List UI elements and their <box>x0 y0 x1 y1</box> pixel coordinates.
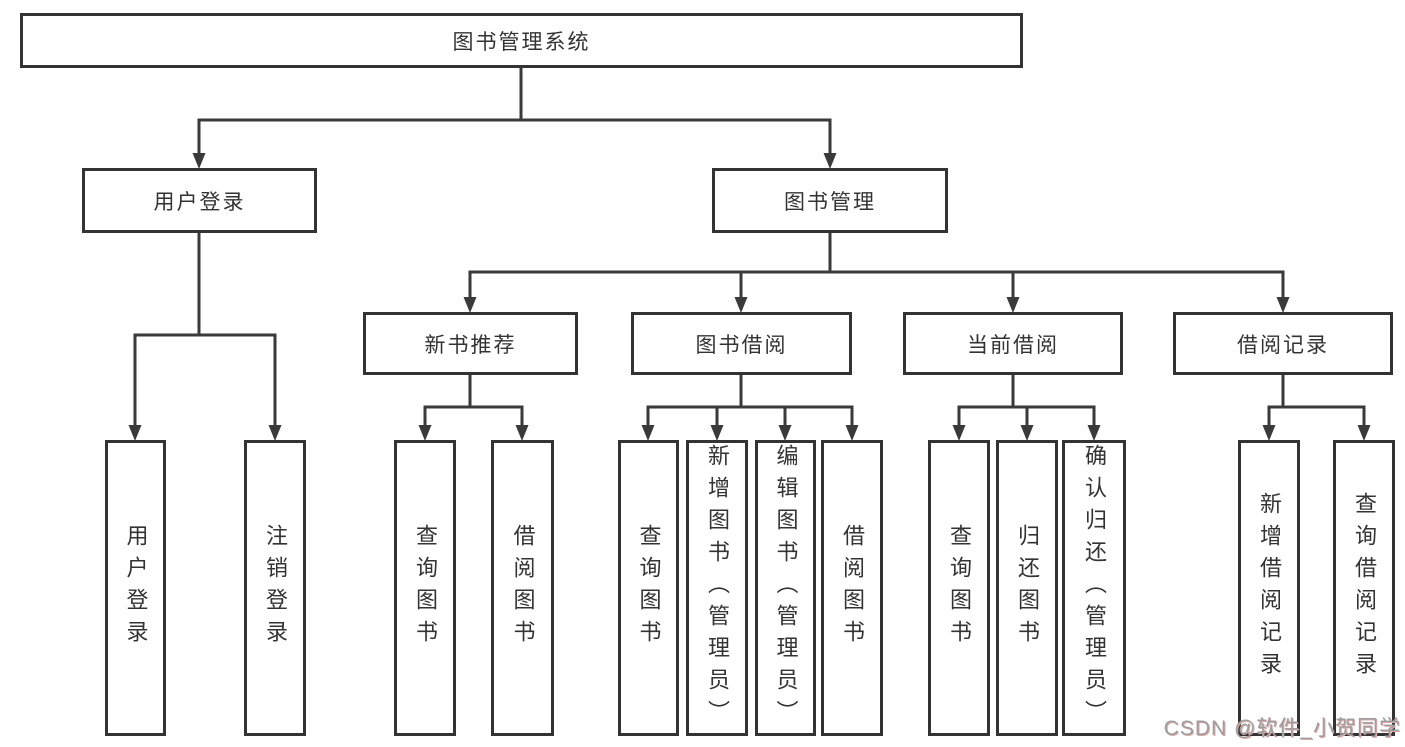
arrowhead-down-icon <box>515 425 529 441</box>
connector <box>128 231 282 441</box>
node-leaf-user-login-label: 用户登录 <box>123 524 149 652</box>
node-leaf-logout-label: 注销登录 <box>263 524 288 652</box>
arrowhead-down-icon <box>641 425 655 441</box>
node-leaf-return-books-label: 归还图书 <box>1015 524 1040 652</box>
node-leaf-query-books-recommend-label: 查询图书 <box>413 524 438 652</box>
arrowhead-down-icon <box>845 425 859 441</box>
node-new-book-recommendation-label: 新书推荐 <box>424 333 517 357</box>
node-user-login-label: 用户登录 <box>153 190 246 214</box>
connector <box>418 373 529 441</box>
connector <box>1262 373 1371 441</box>
node-leaf-query-books-current-label: 查询图书 <box>947 524 972 652</box>
node-book-management: 图书管理 <box>712 168 948 233</box>
node-book-borrowing: 图书借阅 <box>631 312 852 375</box>
node-leaf-add-book-admin: 新增图书（管理员） <box>686 440 748 736</box>
node-leaf-add-borrow-record: 新增借阅记录 <box>1238 440 1300 736</box>
arrowhead-down-icon <box>268 425 282 441</box>
arrowhead-down-icon <box>1006 297 1020 313</box>
node-leaf-edit-book-admin-label: 编辑图书（管理员） <box>773 444 799 732</box>
arrowhead-down-icon <box>952 425 966 441</box>
node-leaf-logout: 注销登录 <box>244 440 306 736</box>
node-leaf-query-books-borrowing: 查询图书 <box>618 440 679 736</box>
node-root-label: 图书管理系统 <box>452 30 591 54</box>
arrowhead-down-icon <box>463 297 477 313</box>
node-leaf-borrow-books-recommend: 借阅图书 <box>491 440 554 736</box>
node-leaf-query-borrow-record: 查询借阅记录 <box>1333 440 1395 736</box>
node-current-borrowing: 当前借阅 <box>903 312 1123 375</box>
arrowhead-down-icon <box>823 153 837 169</box>
arrowhead-down-icon <box>128 425 142 441</box>
node-leaf-borrow-books: 借阅图书 <box>821 440 883 736</box>
arrowhead-down-icon <box>778 425 792 441</box>
node-leaf-query-borrow-record-label: 查询借阅记录 <box>1352 492 1377 684</box>
arrowhead-down-icon <box>1357 425 1371 441</box>
arrowhead-down-icon <box>418 425 432 441</box>
arrowhead-down-icon <box>734 297 748 313</box>
node-book-borrowing-label: 图书借阅 <box>695 333 788 357</box>
node-leaf-borrow-books-recommend-label: 借阅图书 <box>510 524 536 652</box>
arrowhead-down-icon <box>1020 425 1034 441</box>
connector <box>641 373 859 441</box>
node-leaf-query-books-current: 查询图书 <box>928 440 990 736</box>
connector <box>952 373 1101 441</box>
node-leaf-borrow-books-label: 借阅图书 <box>840 524 865 652</box>
node-leaf-edit-book-admin: 编辑图书（管理员） <box>755 440 816 736</box>
node-root: 图书管理系统 <box>20 13 1023 68</box>
node-new-book-recommendation: 新书推荐 <box>363 312 578 375</box>
node-book-management-label: 图书管理 <box>784 190 876 214</box>
node-leaf-add-book-admin-label: 新增图书（管理员） <box>705 444 730 732</box>
arrowhead-down-icon <box>1276 297 1290 313</box>
node-current-borrowing-label: 当前借阅 <box>967 333 1059 357</box>
node-leaf-return-books: 归还图书 <box>996 440 1058 736</box>
arrowhead-down-icon <box>1262 425 1276 441</box>
arrowhead-down-icon <box>192 153 206 169</box>
arrowhead-down-icon <box>1087 425 1101 441</box>
node-borrowing-records: 借阅记录 <box>1173 312 1393 375</box>
node-leaf-user-login: 用户登录 <box>105 440 166 736</box>
connector <box>463 231 1290 313</box>
arrowhead-down-icon <box>710 425 724 441</box>
node-user-login: 用户登录 <box>82 168 317 233</box>
node-leaf-query-books-recommend: 查询图书 <box>394 440 456 736</box>
connector <box>192 66 837 169</box>
node-borrowing-records-label: 借阅记录 <box>1237 333 1329 357</box>
node-leaf-confirm-return-admin: 确认归还（管理员） <box>1062 440 1126 736</box>
node-leaf-query-books-borrowing-label: 查询图书 <box>636 524 662 652</box>
node-leaf-confirm-return-admin-label: 确认归还（管理员） <box>1082 444 1107 732</box>
csdn-watermark: CSDN @软件_小贺同学 <box>1163 717 1401 740</box>
node-leaf-add-borrow-record-label: 新增借阅记录 <box>1257 492 1282 684</box>
